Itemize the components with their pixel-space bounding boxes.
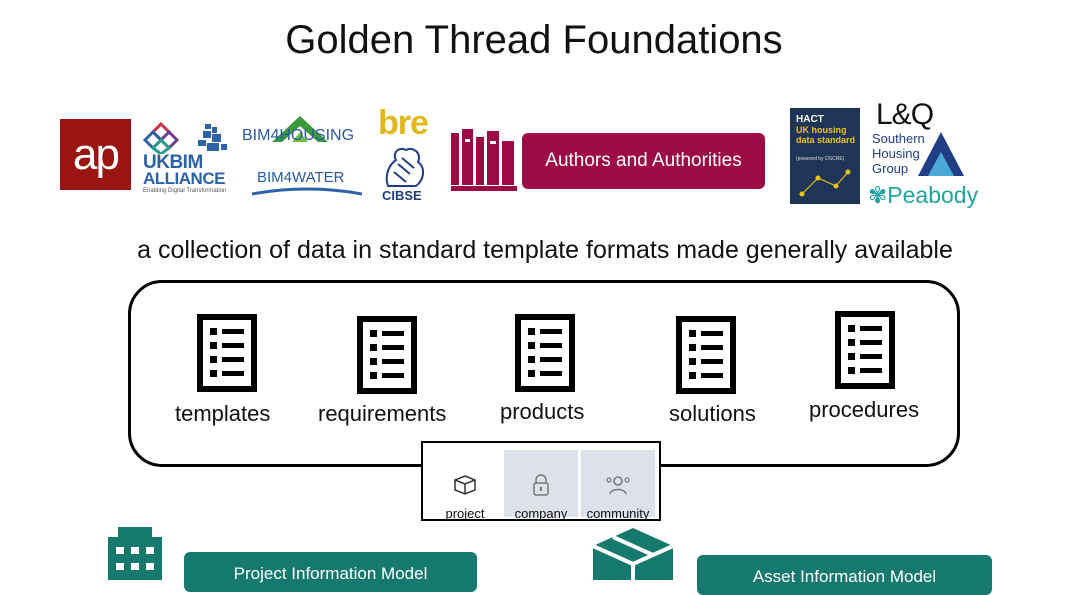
lq-text: L&Q [876, 98, 934, 131]
asset-box-icon [593, 528, 673, 580]
lock-icon [533, 474, 549, 496]
lq-peabody-logo: L&Q Southern Housing Group ✾Peabody [868, 98, 988, 208]
subtitle: a collection of data in standard templat… [137, 236, 953, 264]
southern-housing-text: Southern Housing Group [872, 131, 925, 176]
document-list-icon [357, 316, 417, 394]
category-label-products: products [500, 399, 585, 424]
tab-community[interactable]: community [581, 450, 655, 521]
bim4housing-logo: BIM4HOUSING BIM4WATER [242, 114, 372, 199]
constellation-icon [799, 169, 851, 197]
books-icon [451, 129, 517, 191]
project-information-model-button[interactable]: Project Information Model [184, 552, 477, 592]
ukbim-text: UKBIM [143, 152, 203, 173]
authors-and-authorities-button[interactable]: Authors and Authorities [522, 133, 765, 189]
page-title: Golden Thread Foundations [285, 18, 783, 62]
ukbim-mark-icon [143, 121, 227, 154]
alliance-text: ALLIANCE [143, 169, 225, 188]
hact-logo: HACT UK housing data standard (powered b… [790, 108, 860, 204]
tab-company[interactable]: company [504, 450, 578, 521]
document-list-icon [197, 314, 257, 392]
griffin-crest-icon [385, 148, 424, 187]
category-label-templates: templates [175, 401, 271, 426]
asset-information-model-button[interactable]: Asset Information Model [697, 555, 992, 595]
category-label-procedures: procedures [809, 397, 920, 422]
document-list-icon [676, 316, 736, 394]
tab-project-label: project [445, 506, 485, 521]
bre-cibse-logo: bre CIBSE [378, 104, 438, 204]
cibse-text: CIBSE [382, 188, 422, 203]
box-icon [454, 475, 476, 495]
triangle-mark-icon [918, 132, 964, 176]
water-wave-icon [252, 187, 362, 196]
bim4housing-text: BIM4HOUSING [242, 127, 355, 144]
people-icon [606, 476, 630, 495]
category-label-solutions: solutions [669, 401, 756, 426]
ukbim-alliance-logo: UKBIM ALLIANCE Enabling Digital Transfor… [143, 118, 228, 198]
hact-powered-text: (powered by OSCRE) [796, 156, 845, 162]
bre-text: bre [378, 104, 429, 142]
category-label-requirements: requirements [318, 401, 447, 426]
document-list-icon [515, 314, 575, 392]
ap-logo: ap [60, 119, 131, 190]
tab-project[interactable]: project [428, 450, 502, 521]
building-icon [108, 527, 162, 580]
peabody-wordmark: ✾Peabody [868, 182, 978, 209]
document-list-icon [835, 311, 895, 389]
ukbim-tagline: Enabling Digital Transformation [143, 188, 227, 194]
hact-standard-text: UK housing data standard [796, 125, 856, 145]
peabody-flower-icon: ✾ [868, 182, 888, 208]
bim4housing-mark-icon [272, 116, 328, 142]
tab-company-label: company [514, 506, 568, 521]
peabody-text: Peabody [887, 182, 979, 208]
tab-community-label: community [586, 506, 650, 521]
bim4water-text: BIM4WATER [257, 169, 345, 186]
hact-text: HACT [796, 114, 824, 125]
scope-tabs: project company community [421, 441, 661, 521]
